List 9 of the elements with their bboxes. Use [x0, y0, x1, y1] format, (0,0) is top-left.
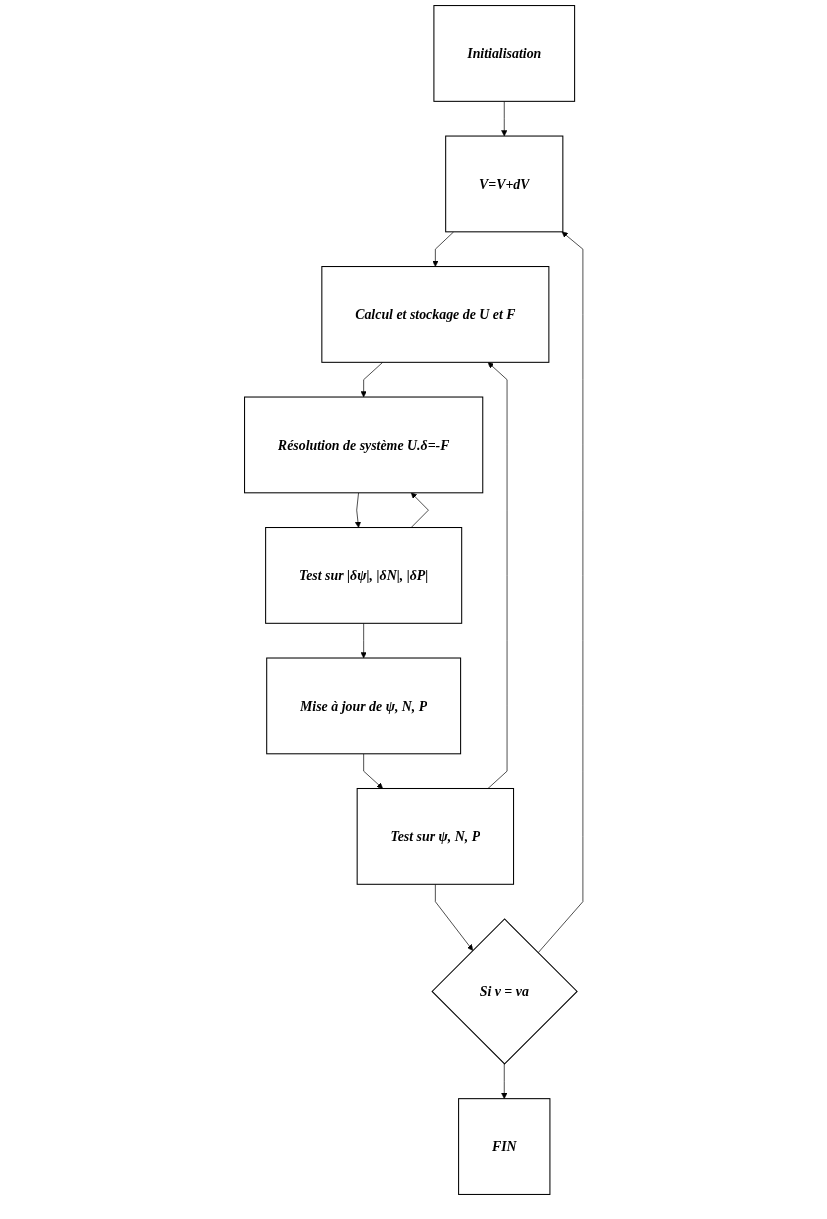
node-box: V=V+dV [444, 135, 564, 233]
node-box: Calcul et stockage de U et F [321, 266, 550, 363]
node-box: FIN [457, 1098, 551, 1195]
node-box: Test sur ψ, N, P [356, 788, 514, 885]
node-diamond: Si v = va [431, 918, 578, 1065]
node-box: Test sur |δψ|, |δN|, |δP| [264, 527, 462, 624]
node-box: Mise à jour de ψ, N, P [265, 657, 461, 755]
node-box: Résolution de système U.δ=-F [243, 396, 484, 494]
node-box: Initialisation [433, 5, 575, 102]
